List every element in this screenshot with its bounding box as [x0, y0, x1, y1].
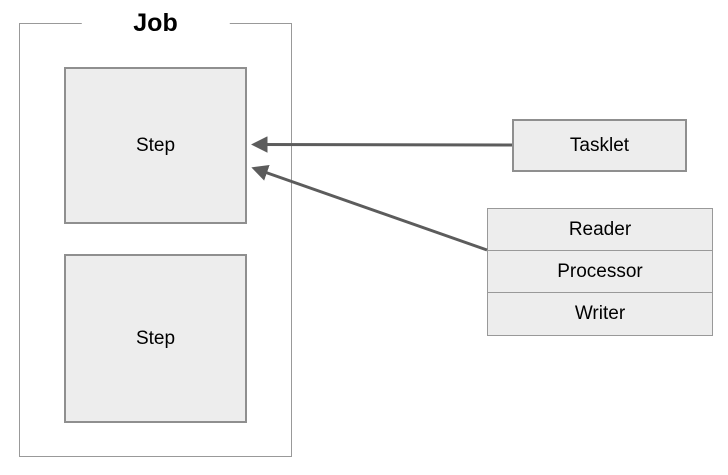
- step-box-1-label: Step: [135, 134, 176, 156]
- reader-label: Reader: [568, 218, 632, 240]
- tasklet-box: Tasklet: [512, 119, 687, 172]
- chunk-row-reader: Reader: [488, 209, 712, 251]
- writer-label: Writer: [574, 303, 626, 324]
- step-box-2: Step: [64, 254, 247, 423]
- step-box-1: Step: [64, 67, 247, 224]
- job-label: Job: [81, 7, 230, 39]
- step-box-2-label: Step: [135, 327, 176, 349]
- chunk-stack: Reader Processor Writer: [487, 208, 713, 336]
- chunk-row-writer: Writer: [488, 293, 712, 335]
- job-container: Job Step Step: [19, 7, 292, 457]
- tasklet-label: Tasklet: [569, 134, 630, 156]
- chunk-row-processor: Processor: [488, 251, 712, 293]
- processor-label: Processor: [557, 260, 643, 282]
- tasklet-to-step-arrow: [251, 136, 513, 153]
